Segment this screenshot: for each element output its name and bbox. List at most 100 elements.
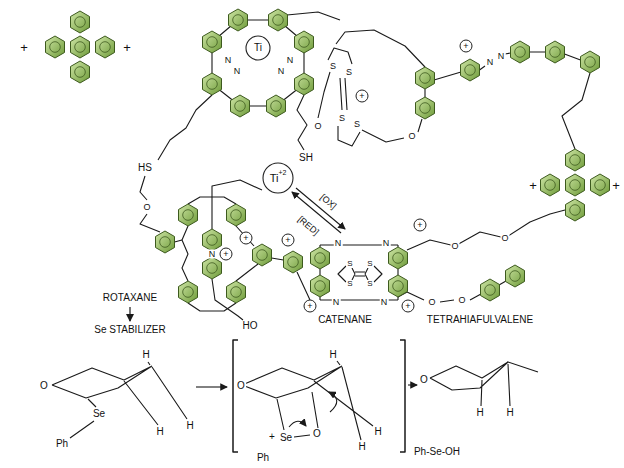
atom-label: O <box>450 242 459 251</box>
charge-circle <box>414 219 426 231</box>
node-text: ROTAXANE <box>103 292 157 304</box>
atom-label: N <box>233 67 242 76</box>
benzene-ring <box>227 204 246 226</box>
benzene-ring <box>481 279 500 301</box>
atom-label: O <box>313 122 322 131</box>
titanium-circle: Ti <box>245 35 271 61</box>
atom-label: H <box>185 421 194 431</box>
chain-bond <box>140 95 307 242</box>
charge-circle <box>282 234 294 246</box>
chain-bond <box>398 210 565 302</box>
atom-label: O <box>39 381 49 391</box>
node-text: Ti <box>254 42 262 54</box>
reaction-arrow <box>196 386 227 387</box>
ttf-bond <box>338 266 382 282</box>
atom-label: Se <box>279 433 293 443</box>
atom-label: S <box>346 260 353 268</box>
charge-sign: + <box>19 41 29 54</box>
chair-bond <box>430 362 538 406</box>
electron-push-arrow <box>329 392 337 412</box>
atom-label: H <box>155 427 164 437</box>
electron-push-arrow <box>289 421 306 427</box>
atom-label: O <box>419 375 429 385</box>
atom-label: H <box>328 350 337 360</box>
benzene-ring <box>311 247 330 269</box>
atom-label: O <box>500 234 509 243</box>
benzene-ring <box>203 31 222 53</box>
charge-sign: + <box>284 236 291 245</box>
benzene-ring <box>541 174 560 196</box>
node-content: Se STABILIZER <box>92 323 168 337</box>
benzene-ring <box>506 265 525 287</box>
charge-sign: + <box>462 42 469 51</box>
benzene-ring <box>227 281 246 303</box>
benzene-ring <box>311 275 330 297</box>
charge-circle <box>220 248 232 260</box>
atom-label: S <box>329 62 337 71</box>
compound-name: TETRAHIAFULVALENE <box>426 315 534 325</box>
benzene-ring <box>203 257 222 279</box>
charge-sign: + <box>306 302 313 311</box>
charge-sign: + <box>242 234 249 243</box>
compound-name: CATENANE <box>317 315 373 325</box>
benzene-ring <box>71 36 90 58</box>
charge-sign: + <box>358 92 365 101</box>
charge-sign: + <box>404 302 411 311</box>
atom-label: N <box>497 52 506 61</box>
node-text: Se STABILIZER <box>94 324 166 336</box>
benzene-ring <box>566 149 585 171</box>
charge-sign: + <box>122 41 132 54</box>
benzene-ring <box>267 95 286 117</box>
charge-sign: + <box>268 432 276 442</box>
benzene-ring <box>566 174 585 196</box>
node-content: Ti+2 <box>262 162 294 194</box>
benzene-ring <box>231 95 250 117</box>
benzene-ring <box>295 73 314 95</box>
benzene-ring <box>229 9 248 31</box>
atom-label: S <box>353 120 361 129</box>
benzene-ring <box>511 41 530 63</box>
benzene-ring <box>71 61 90 83</box>
atom-label: H <box>505 408 514 418</box>
atom-label: N <box>224 56 233 65</box>
atom-label: H <box>141 350 150 360</box>
atom-label: S <box>345 68 353 77</box>
benzene-ring <box>156 231 175 253</box>
atom-label: O <box>407 132 416 141</box>
atom-label: O <box>427 298 436 307</box>
atom-label: Ph <box>55 439 69 449</box>
atom-label: Ph <box>256 453 270 463</box>
benzene-ring <box>389 247 408 269</box>
atom-label: N <box>382 239 391 248</box>
benzene-ring <box>389 275 408 297</box>
benzene-ring <box>546 41 565 63</box>
atom-label: O <box>312 429 322 439</box>
atom-label: O <box>457 296 466 305</box>
benzene-ring <box>253 244 272 266</box>
bracket <box>233 340 405 452</box>
circle-shape <box>263 163 293 193</box>
atom-label: S <box>346 280 353 288</box>
atom-label: HS <box>137 163 153 173</box>
reaction-arrow <box>408 384 417 385</box>
charge-circle <box>402 300 414 312</box>
process-term: Se STABILIZER <box>92 323 168 337</box>
charge-sign: + <box>222 250 229 259</box>
redox-label: [RED] <box>295 214 321 238</box>
compound-name: Ph-Se-OH <box>413 447 461 457</box>
atom-label: N <box>334 239 343 248</box>
benzene-ring <box>71 11 90 33</box>
atom-label: SH <box>298 153 314 163</box>
node-text: Ti <box>270 172 279 185</box>
atom-label: N <box>208 250 217 259</box>
macrocycle-bond <box>212 20 304 106</box>
ttf-bond <box>318 48 422 146</box>
connector-arrow <box>129 307 130 321</box>
atom-label: O <box>142 203 151 212</box>
charge-superscript: +2 <box>278 169 286 177</box>
benzene-ring <box>566 199 585 221</box>
atom-label: HO <box>242 321 259 331</box>
atom-label: N <box>286 56 295 65</box>
benzene-ring <box>203 73 222 95</box>
benzene-ring <box>179 281 198 303</box>
